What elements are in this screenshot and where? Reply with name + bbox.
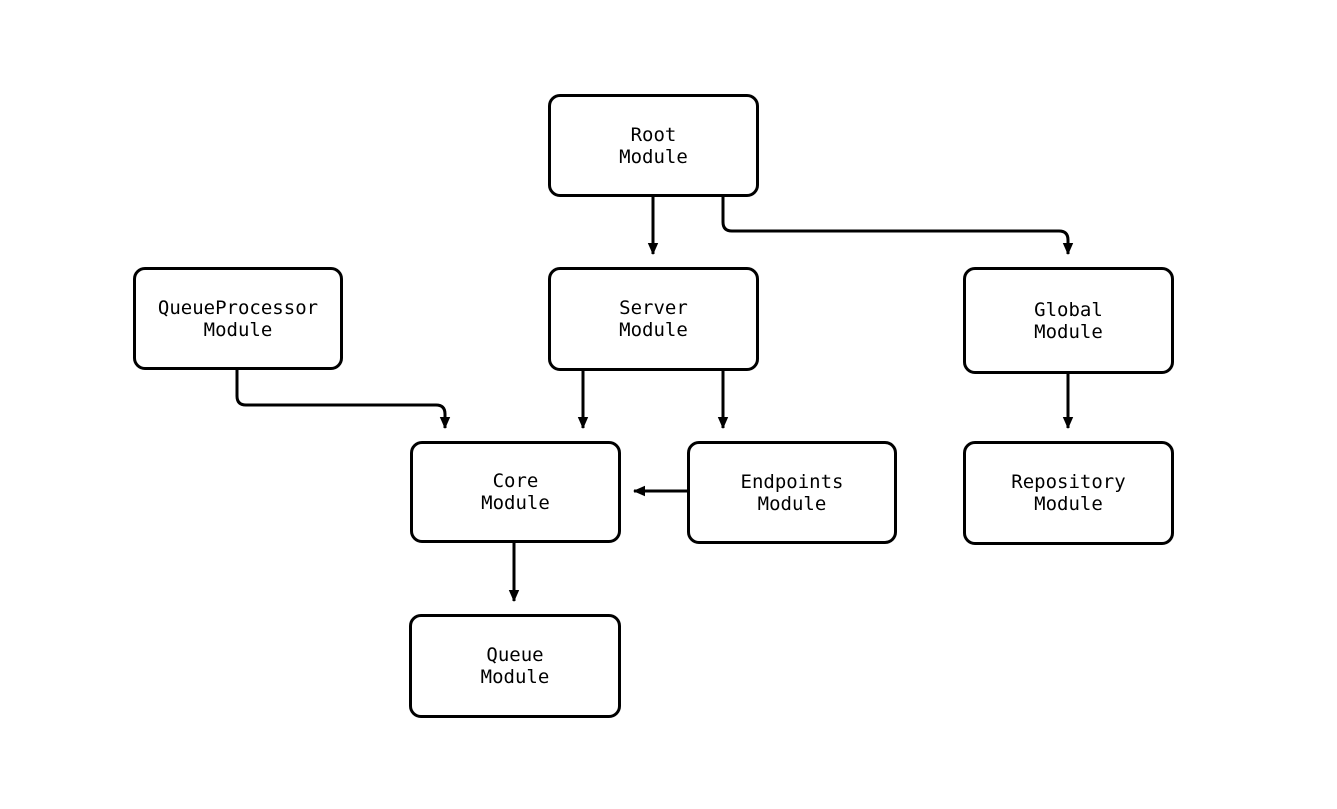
node-endpoints-module[interactable]: Endpoints Module [687, 441, 897, 544]
node-global-module[interactable]: Global Module [963, 267, 1174, 374]
node-core-module[interactable]: Core Module [410, 441, 621, 543]
node-queue-module[interactable]: Queue Module [409, 614, 621, 718]
node-root-module[interactable]: Root Module [548, 94, 759, 197]
edge-root-to-global [721, 197, 1074, 255]
node-queue-module-label: Queue Module [480, 644, 550, 688]
node-queueprocessor-module-label: QueueProcessor Module [157, 296, 319, 341]
node-repository-module[interactable]: Repository Module [963, 441, 1174, 545]
node-server-module[interactable]: Server Module [548, 267, 759, 371]
node-root-module-label: Root Module [619, 123, 688, 168]
node-queueprocessor-module[interactable]: QueueProcessor Module [133, 267, 343, 370]
edge-queueprocessor-to-core [235, 370, 451, 429]
node-endpoints-module-label: Endpoints Module [740, 470, 844, 515]
node-global-module-label: Global Module [1034, 298, 1103, 343]
node-core-module-label: Core Module [481, 470, 550, 514]
node-server-module-label: Server Module [619, 297, 688, 341]
node-repository-module-label: Repository Module [1011, 471, 1126, 515]
